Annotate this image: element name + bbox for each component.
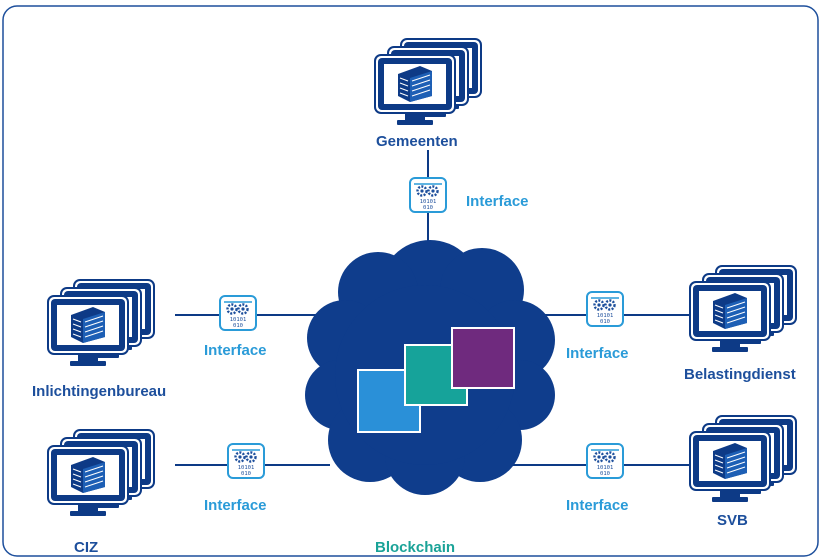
inlichtingenbureau-workstations-icon bbox=[48, 280, 154, 366]
interface-gears-icon bbox=[585, 442, 625, 480]
node-label-ciz: CIZ bbox=[74, 539, 99, 556]
node-label-svb: SVB bbox=[717, 512, 748, 529]
gemeenten-workstations-icon bbox=[375, 39, 481, 125]
interface-label-left-upper: Interface bbox=[204, 342, 267, 359]
interface-gears-icon bbox=[226, 442, 266, 480]
interface-label-left-lower: Interface bbox=[204, 497, 267, 514]
node-label-belastingdienst: Belastingdienst bbox=[684, 366, 796, 383]
node-label-inlichtingenbureau: Inlichtingenbureau bbox=[32, 383, 167, 400]
interface-gears-icon bbox=[408, 176, 448, 214]
belastingdienst-workstations-icon bbox=[690, 266, 796, 352]
ciz-workstations-icon bbox=[48, 430, 154, 516]
interface-gears-icon bbox=[218, 294, 258, 332]
node-label-gemeenten: Gemeenten bbox=[376, 133, 458, 150]
diagram-border bbox=[2, 5, 819, 557]
block-purple bbox=[451, 327, 515, 389]
interface-label-right-upper: Interface bbox=[566, 345, 629, 362]
interface-label-right-lower: Interface bbox=[566, 497, 629, 514]
svb-workstations-icon bbox=[690, 416, 796, 502]
interface-label-top: Interface bbox=[466, 193, 529, 210]
blockchain-label: Blockchain bbox=[375, 539, 456, 556]
interface-gears-icon bbox=[585, 290, 625, 328]
